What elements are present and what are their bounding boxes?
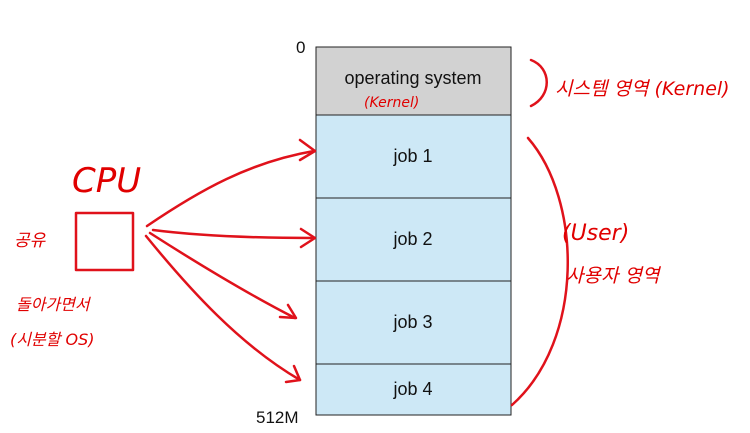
job2-block: [315, 197, 512, 282]
address-start: 0: [296, 38, 305, 57]
system-area-brace: [529, 58, 548, 108]
user-area-note: 사용자 영역: [566, 265, 662, 287]
arrowhead-job4: [284, 364, 302, 384]
arrowhead-job3: [278, 303, 298, 320]
cpu-box: [74, 211, 135, 272]
time-sharing-note: (시분할 OS): [10, 330, 94, 349]
arrow-to-job3: [148, 231, 297, 320]
shared-note: 공유: [14, 231, 47, 251]
arrowhead-job1: [298, 138, 317, 162]
job4-block: [315, 363, 512, 416]
address-end: 512M: [256, 408, 299, 427]
arrow-to-job4: [144, 234, 302, 382]
system-area-note: 시스템 영역 (Kernel): [555, 78, 730, 100]
arrowhead-job2: [299, 227, 317, 249]
job4-label: job 4: [392, 379, 432, 399]
arrow-to-job2: [151, 228, 316, 240]
kernel-inline-note: (Kernel): [364, 95, 419, 111]
job3-label: job 3: [392, 312, 432, 332]
job1-label: job 1: [392, 146, 432, 166]
user-note: (User): [562, 221, 629, 246]
job3-block: [315, 280, 512, 365]
os-block: [315, 46, 512, 116]
job2-label: job 2: [392, 229, 432, 249]
rotating-note: 돌아가면서: [16, 295, 92, 314]
job1-block: [315, 114, 512, 199]
arrow-to-job1: [145, 149, 316, 228]
cpu-label: CPU: [72, 161, 141, 201]
os-label: operating system: [344, 68, 481, 88]
user-area-brace: [510, 136, 569, 407]
